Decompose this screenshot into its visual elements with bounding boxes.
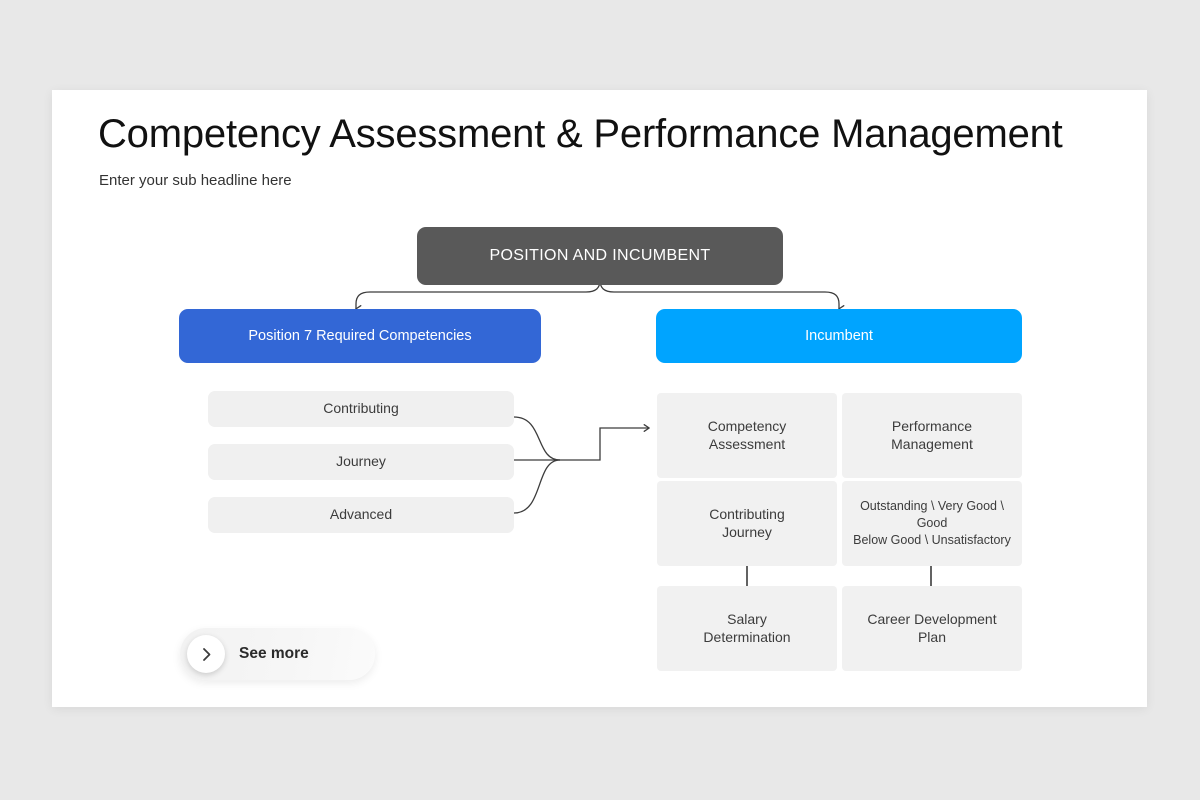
node-label: POSITION AND INCUMBENT	[489, 246, 711, 264]
page-title: Competency Assessment & Performance Mana…	[98, 112, 1063, 156]
pill-advanced[interactable]: Advanced	[208, 497, 514, 533]
card-career-development-plan[interactable]: Career Development Plan	[842, 586, 1022, 671]
card-performance-ratings[interactable]: Outstanding \ Very Good \ Good Below Goo…	[842, 481, 1022, 566]
page-subtitle: Enter your sub headline here	[99, 172, 292, 189]
see-more-label: See more	[239, 645, 309, 662]
card-label: Career Development Plan	[867, 610, 997, 645]
pill-label: Journey	[336, 453, 386, 470]
node-incumbent[interactable]: Incumbent	[656, 309, 1022, 363]
node-label: Incumbent	[805, 327, 873, 344]
slide-canvas: Competency Assessment & Performance Mana…	[52, 90, 1147, 707]
pill-label: Advanced	[329, 506, 393, 523]
card-label: Salary Determination	[703, 610, 791, 645]
chevron-right-icon	[187, 635, 225, 673]
connector-grid-verticals	[746, 566, 932, 586]
node-position-required-competencies[interactable]: Position 7 Required Competencies	[179, 309, 541, 363]
connector-levels-merge	[513, 416, 650, 514]
card-salary-determination[interactable]: Salary Determination	[657, 586, 837, 671]
card-label: Outstanding \ Very Good \ Good Below Goo…	[853, 499, 1011, 547]
see-more-button[interactable]: See more	[180, 628, 375, 680]
pill-contributing[interactable]: Contributing	[208, 391, 514, 427]
card-competency-assessment[interactable]: Competency Assessment	[657, 393, 837, 478]
card-contributing-journey[interactable]: Contributing Journey	[657, 481, 837, 566]
card-label: Competency Assessment	[707, 417, 787, 452]
pill-label: Contributing	[323, 400, 399, 417]
card-label: Contributing Journey	[709, 505, 785, 540]
card-performance-management[interactable]: Performance Management	[842, 393, 1022, 478]
node-position-and-incumbent[interactable]: POSITION AND INCUMBENT	[417, 227, 783, 285]
card-label: Performance Management	[891, 417, 973, 452]
node-label: Position 7 Required Competencies	[248, 327, 472, 344]
pill-journey[interactable]: Journey	[208, 444, 514, 480]
